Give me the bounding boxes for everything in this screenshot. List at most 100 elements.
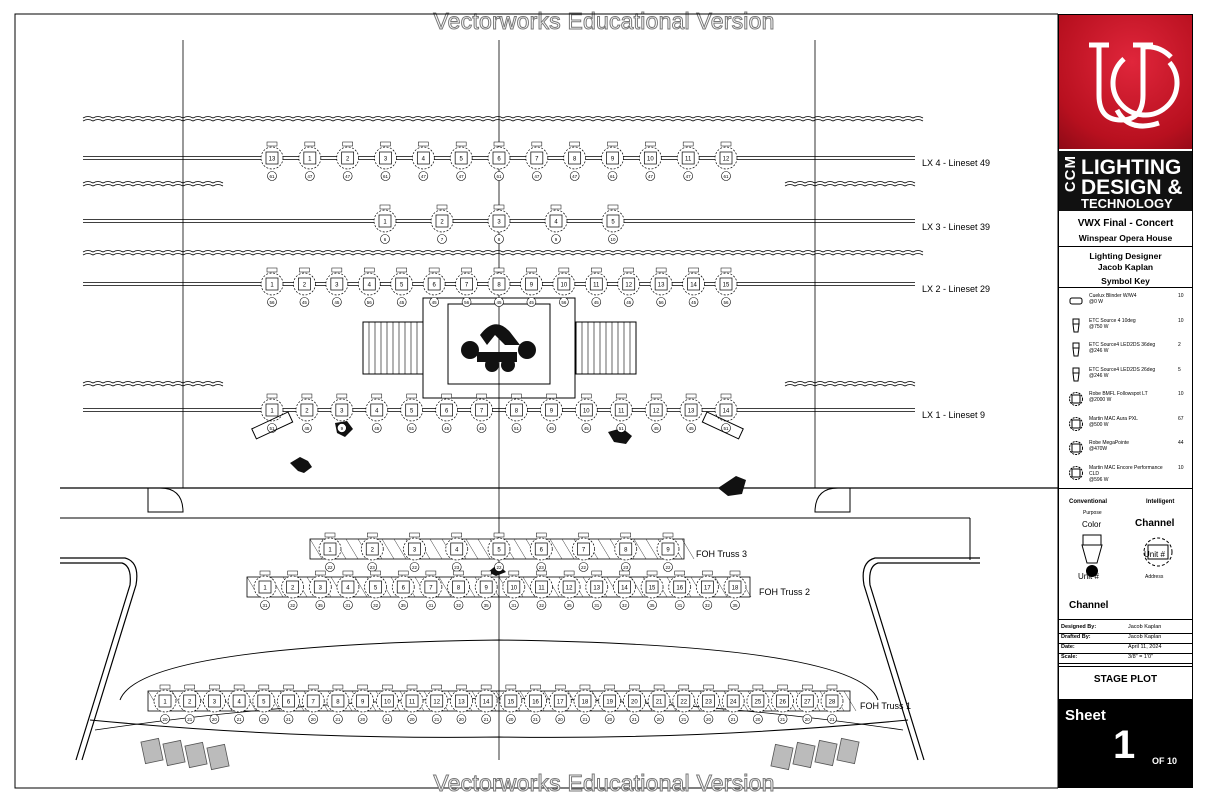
foh3-fixture-2: 223 <box>360 532 384 572</box>
symbol-key-name: Martin MAC Encore Performance CLD <box>1089 464 1163 477</box>
lx2-fixture-6: 645 <box>422 267 446 307</box>
lx1-unit-4: 4 <box>375 409 379 415</box>
foh1-unit-13: 13 <box>458 700 465 706</box>
foh2-channel-10: 31 <box>511 603 517 608</box>
symbol-key-wattage: @246 W <box>1089 372 1109 379</box>
symbol-key-count: 10 <box>1178 317 1184 324</box>
lx2-channel-6: 45 <box>432 300 438 305</box>
lx1-label: LX 1 - Lineset 9 <box>922 410 986 420</box>
lx4-fixture-7: 661 <box>487 141 511 181</box>
foh1-channel-2: 21 <box>187 717 193 722</box>
followspot-icon <box>1069 392 1083 406</box>
foh1-channel-14: 21 <box>484 717 490 722</box>
ldt-line-3: TECHNOLOGY <box>1081 196 1173 211</box>
legend-intelligent: Intelligent <box>1146 499 1175 505</box>
lx4-unit-2: 1 <box>308 157 312 163</box>
foh1-unit-10: 10 <box>384 700 391 706</box>
lx4-pipe: 1361147247361447547661747847961104711471… <box>83 141 915 181</box>
symbol-key-row: Martin MAC Encore Performance CLD@596 W … <box>1063 463 1189 487</box>
lx2-unit-2: 2 <box>303 283 307 289</box>
foh3-fixture-9: 922 <box>656 532 680 572</box>
lx2-unit-10: 10 <box>561 283 568 289</box>
foh2-unit-13: 13 <box>593 586 600 592</box>
foh1-fixture-5: 520 <box>252 684 276 724</box>
symbol-key-wattage: @750 W <box>1089 323 1109 330</box>
lx1-fixture-7: 745 <box>470 393 493 433</box>
info-label: Scale: <box>1061 654 1078 660</box>
moving-wash-icon <box>1069 416 1083 431</box>
intelligent-fixture-icon <box>1143 537 1173 567</box>
foh3-fixture-4: 423 <box>445 532 469 572</box>
foh2-unit-8: 8 <box>457 586 461 592</box>
lx4-channel-10: 61 <box>610 174 616 179</box>
foh1-unit-23: 23 <box>705 700 712 706</box>
lx1-unit-3: 3 <box>340 409 344 415</box>
lx2-channel-8: 45 <box>496 300 502 305</box>
symbol-key-count: 5 <box>1178 366 1181 373</box>
lx4-fixture-5: 447 <box>411 141 435 181</box>
lx1-unit-13: 13 <box>688 409 695 415</box>
foh1-unit-8: 8 <box>336 700 340 706</box>
symbol-key-row: Cuelux Blinder W/W4@0 W 10 <box>1063 291 1189 315</box>
foh1-channel-5: 20 <box>261 717 267 722</box>
lx1-channel-13: 45 <box>689 426 695 431</box>
lx1-channel-6: 45 <box>444 426 450 431</box>
symbol-key-wattage: @0 W <box>1089 299 1103 305</box>
lx2-fixture-9: 945 <box>520 267 543 307</box>
lx3-unit-2: 2 <box>440 220 444 226</box>
lx1-channel-2: 45 <box>304 426 310 431</box>
foh1-label: FOH Truss 1 <box>860 701 912 711</box>
foh2-fixture-6: 635 <box>391 570 415 610</box>
foh1-unit-20: 20 <box>631 700 638 706</box>
lx1-channel-7: 45 <box>479 426 485 431</box>
title-block: CCM LIGHTING DESIGN & TECHNOLOGY VWX Fin… <box>1058 14 1193 788</box>
masking-borders <box>82 116 924 387</box>
foh2-unit-11: 11 <box>538 586 545 592</box>
foh2-unit-16: 16 <box>676 586 683 592</box>
lx4-fixture-2: 147 <box>298 141 322 181</box>
foh2-channel-17: 32 <box>705 603 711 608</box>
lx4-fixture-10: 961 <box>601 141 624 181</box>
lx1-fixture-3: 39 <box>330 393 354 433</box>
foh1-channel-8: 21 <box>335 717 341 722</box>
lx4-channel-13: 61 <box>723 174 729 179</box>
lx2-channel-15: 56 <box>723 300 729 305</box>
foh1-channel-24: 21 <box>731 717 737 722</box>
lx3-channel-4: 9 <box>555 237 558 242</box>
legend-conventional: Conventional <box>1069 499 1108 505</box>
symbol-key-wattage: @500 W <box>1089 421 1109 428</box>
show-title: VWX Final - Concert <box>1077 218 1174 229</box>
foh3-label: FOH Truss 3 <box>696 549 748 559</box>
lx3-channel-3: 8 <box>498 237 501 242</box>
lx2-fixture-7: 756 <box>455 267 478 307</box>
lx1-unit-2: 2 <box>305 409 309 415</box>
foh2-unit-12: 12 <box>566 586 573 592</box>
lx2-channel-3: 45 <box>334 300 340 305</box>
lx1-channel-12: 45 <box>654 426 660 431</box>
lx4-channel-6: 47 <box>459 174 465 179</box>
uc-monogram-icon <box>1089 42 1180 129</box>
lx4-unit-11: 10 <box>647 157 654 163</box>
info-label: Date: <box>1061 644 1075 650</box>
legend-unit-intelligent: Unit # <box>1144 550 1165 559</box>
symbol-key-name: ETC Source 4 10deg <box>1089 317 1136 324</box>
foh1-unit-1: 1 <box>163 700 167 706</box>
lx4-unit-9: 8 <box>573 157 577 163</box>
lx3-channel-2: 7 <box>441 237 444 242</box>
foh2-unit-10: 10 <box>510 586 517 592</box>
foh2-channel-14: 32 <box>622 603 628 608</box>
foh-truss-2: 1312323354315326357318329351031113212351… <box>246 570 752 610</box>
foh1-unit-24: 24 <box>730 700 737 706</box>
